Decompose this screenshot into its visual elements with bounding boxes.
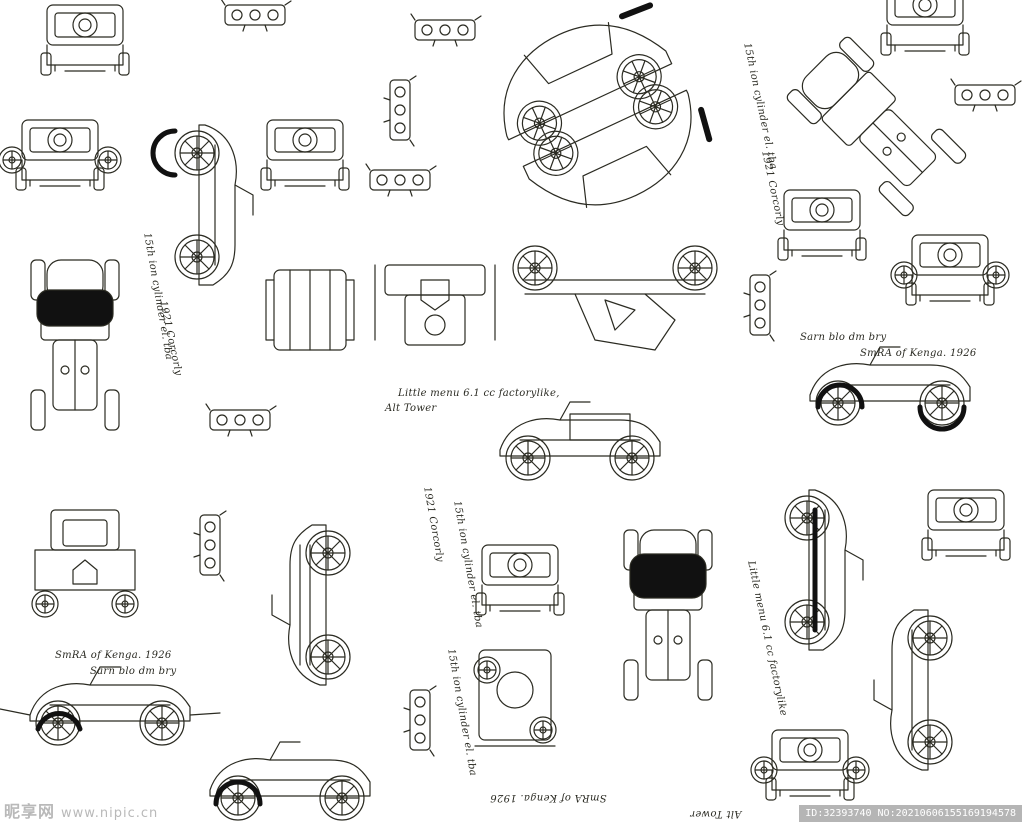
engine-detail-3 bbox=[220, 0, 292, 32]
car-rear-view-1 bbox=[260, 119, 350, 191]
car-top-view-1 bbox=[30, 259, 120, 431]
car-front-view-8 bbox=[880, 0, 970, 56]
watermark-brand-text: 昵享网 bbox=[4, 802, 56, 821]
handwritten-note: Alt Tower bbox=[690, 808, 742, 819]
engine-detail-8 bbox=[743, 270, 777, 342]
car-chassis-front bbox=[265, 269, 355, 351]
handwritten-note: SmRA of Kenga. 1926 bbox=[490, 792, 607, 803]
car-front-view-2 bbox=[0, 119, 122, 191]
car-side-vertical-2 bbox=[272, 525, 350, 685]
car-chassis-top bbox=[473, 649, 557, 747]
handwritten-note: Little menu 6.1 cc factorylike, bbox=[398, 388, 560, 399]
handwritten-note: SmRA of Kenga. 1926 bbox=[55, 650, 172, 661]
car-side-vertical-4 bbox=[874, 610, 952, 770]
car-side-view-2 bbox=[210, 742, 370, 820]
watermark-id: ID:32393740 NO:20210606155169194578 bbox=[799, 805, 1022, 822]
car-side-view-4 bbox=[810, 347, 970, 432]
car-side-view-3 bbox=[500, 402, 660, 480]
car-rear-view-2 bbox=[777, 189, 867, 261]
car-front-view-6 bbox=[921, 489, 1011, 561]
engine-detail-4 bbox=[410, 13, 482, 47]
car-front-view-1 bbox=[40, 4, 130, 76]
car-side-vertical-1 bbox=[150, 125, 253, 285]
car-side-vertical-3 bbox=[785, 490, 863, 650]
handwritten-note: Alt Tower bbox=[385, 403, 437, 414]
engine-detail-7 bbox=[403, 685, 437, 757]
engine-detail-1 bbox=[205, 403, 277, 437]
engine-detail-6 bbox=[365, 163, 437, 197]
car-front-view-7 bbox=[750, 729, 870, 801]
car-chassis-front-2 bbox=[374, 264, 496, 346]
car-front-view-5 bbox=[890, 234, 1010, 306]
engine-detail-9 bbox=[950, 78, 1022, 112]
watermark-brand: 昵享网 www.nipic.cn bbox=[4, 798, 158, 822]
car-side-view-1 bbox=[0, 667, 221, 745]
car-front-view-4 bbox=[475, 544, 565, 616]
car-chassis-side bbox=[512, 245, 718, 351]
watermark-url: www.nipic.cn bbox=[61, 806, 159, 821]
car-coupe-1 bbox=[503, 2, 673, 154]
car-coupe-2 bbox=[522, 76, 713, 208]
car-front-view-3 bbox=[31, 509, 139, 618]
engine-detail-5 bbox=[383, 75, 417, 147]
car-top-view-2 bbox=[623, 529, 713, 701]
handwritten-note: SmRA of Kenga. 1926 bbox=[860, 348, 977, 359]
engine-detail-2 bbox=[193, 510, 227, 582]
handwritten-note: Sarn blo dm bry bbox=[800, 332, 887, 343]
handwritten-note: Sarn blo dm bry bbox=[90, 666, 177, 677]
